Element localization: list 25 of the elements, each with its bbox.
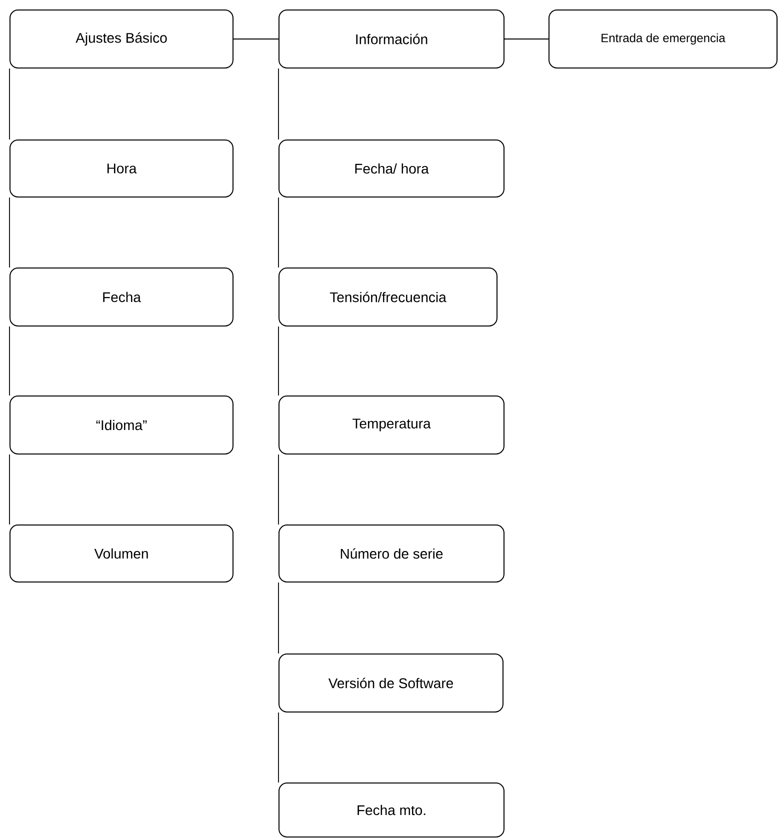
connector-line	[278, 454, 279, 525]
connector-line	[9, 68, 10, 140]
connector-line	[9, 326, 10, 396]
connector-line	[504, 38, 549, 40]
connector-line	[9, 197, 10, 268]
menu-box: Información	[278, 10, 504, 68]
menu-box: Número de serie	[278, 524, 504, 582]
connector-line	[9, 454, 10, 525]
connector-line	[278, 326, 279, 396]
connector-line	[278, 712, 279, 783]
connector-line	[278, 68, 279, 140]
connector-line	[278, 582, 279, 654]
menu-box: Ajustes Básico	[10, 10, 234, 68]
menu-box: Volumen	[10, 524, 234, 582]
menu-box: Temperatura	[278, 396, 504, 454]
menu-box: Fecha mto.	[278, 782, 504, 838]
menu-box: Entrada de emergencia	[548, 10, 778, 68]
connector-line	[278, 197, 279, 268]
menu-box: Tensión/frecuencia	[278, 268, 498, 326]
menu-box: Versión de Software	[278, 654, 504, 712]
menu-box: Hora	[10, 140, 234, 198]
connector-line	[233, 38, 279, 40]
menu-box: Fecha/ hora	[278, 140, 504, 198]
menu-box: “Idioma”	[10, 396, 234, 454]
menu-box: Fecha	[10, 268, 234, 326]
